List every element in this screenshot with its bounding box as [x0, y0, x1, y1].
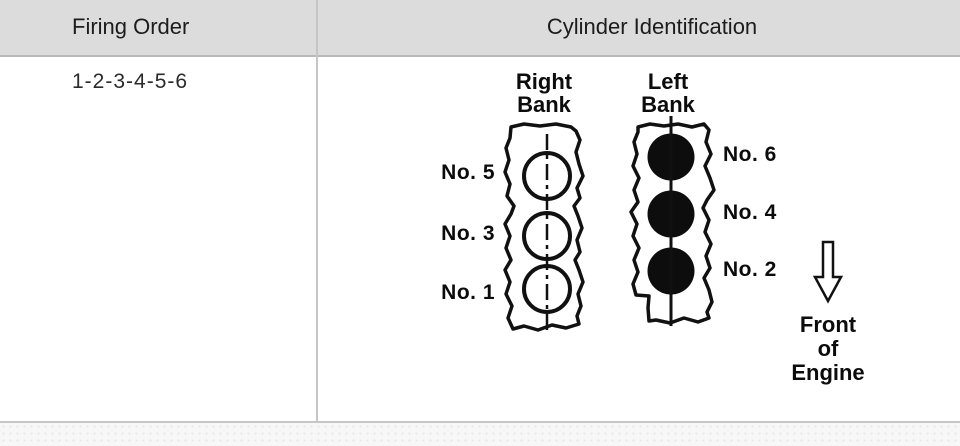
cylinder-2-label: No. 2 — [723, 258, 777, 281]
firing-order-value: 1-2-3-4-5-6 — [72, 70, 189, 93]
front-of-engine-label: Front of Engine — [791, 313, 864, 385]
right-bank-outline — [503, 122, 585, 332]
left-bank-outline — [629, 122, 716, 325]
right-bank-label-line2: Bank — [517, 92, 571, 117]
front-of-engine-line1: Front — [799, 312, 857, 337]
cylinder-3-circle — [522, 211, 572, 261]
cylinder-5-label: No. 5 — [441, 161, 495, 184]
cylinder-5-circle — [522, 151, 572, 201]
cylinder-6-label: No. 6 — [723, 143, 777, 166]
table-bottom-border — [0, 421, 960, 423]
front-of-engine-line3: Engine — [791, 360, 865, 385]
next-row-strip — [0, 423, 960, 446]
table-header-row — [0, 0, 960, 57]
right-bank-label-line1: Right — [515, 69, 573, 94]
cylinder-3-label: No. 3 — [441, 222, 495, 245]
column-divider — [316, 0, 318, 421]
front-of-engine-line2: of — [817, 336, 839, 361]
cylinder-1-circle — [522, 264, 572, 314]
cylinder-4-label: No. 4 — [723, 201, 777, 224]
cylinder-4-circle — [647, 190, 695, 238]
cylinder-1-label: No. 1 — [441, 281, 495, 304]
cylinder-2-circle — [647, 247, 695, 295]
left-bank-label: Left Bank — [641, 70, 695, 116]
left-bank-label-line1: Left — [647, 69, 689, 94]
left-bank-label-line2: Bank — [641, 92, 695, 117]
front-of-engine-arrow — [812, 240, 844, 304]
cylinder-6-circle — [647, 133, 695, 181]
column-header-cylinder-identification: Cylinder Identification — [546, 14, 758, 39]
right-bank-label: Right Bank — [516, 70, 572, 116]
column-header-firing-order: Firing Order — [72, 14, 190, 39]
